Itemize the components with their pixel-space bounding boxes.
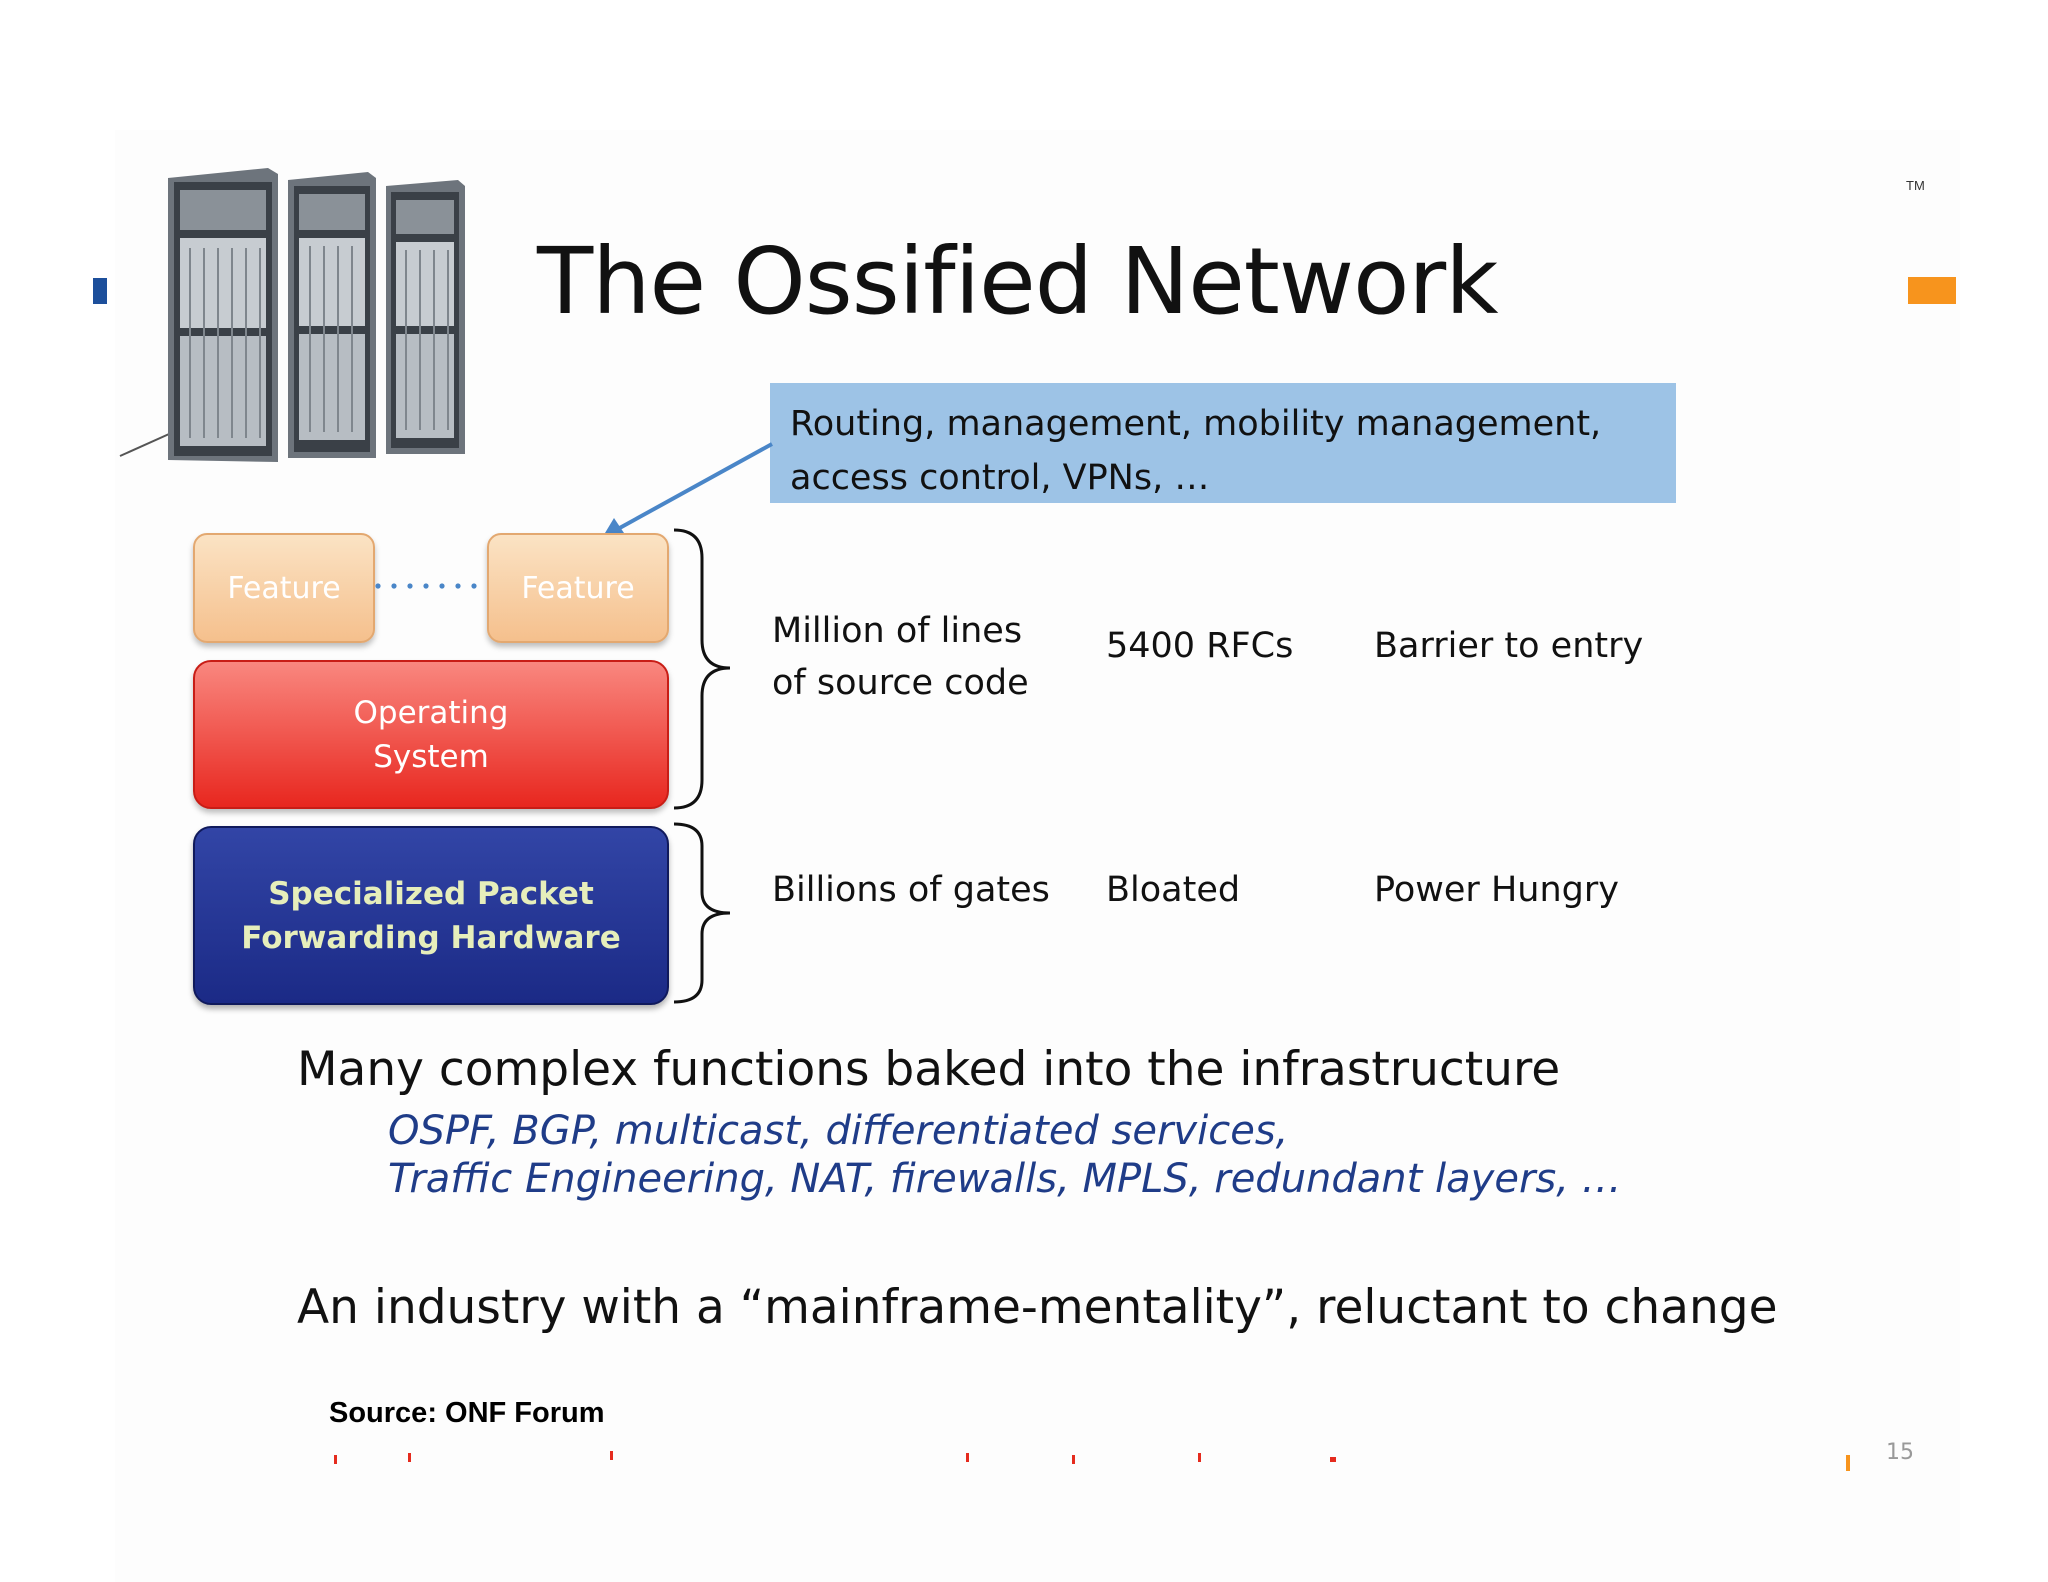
mainframe-mentality-heading: An industry with a “mainframe-mentality”… [297,1280,1778,1335]
prop-text: of source code [772,663,1029,703]
hw-label-line-2: Forwarding Hardware [241,919,621,956]
source-citation: Source: ONF Forum [329,1397,605,1429]
os-label-line-2: System [373,738,489,775]
left-accent-marker [93,278,107,304]
protocol-examples-line-2: Traffic Engineering, NAT, firewalls, MPL… [388,1156,1622,1202]
curly-brace-icon [673,822,731,1004]
gates-label: Billions of gates [772,870,1050,910]
slide-title: The Ossified Network [537,228,1499,335]
barrier-label: Barrier to entry [1374,626,1644,666]
hw-label-line-1: Specialized Packet [268,875,594,912]
server-rack-icon [119,168,465,462]
rfc-count-label: 5400 RFCs [1106,626,1294,666]
trademark-label: TM [1906,178,1925,193]
complex-functions-heading: Many complex functions baked into the in… [297,1042,1561,1097]
ellipsis-dots-icon [375,583,477,589]
power-hungry-label: Power Hungry [1374,870,1619,910]
right-accent-marker [1908,277,1956,304]
os-label-line-1: Operating [353,694,509,731]
prop-text: Million of lines [772,611,1023,651]
source-code-size-label: Million of lines of source code [772,605,1029,709]
protocol-examples-line-1: OSPF, BGP, multicast, differentiated ser… [388,1108,1289,1154]
operating-system-box: Operating System [193,660,669,809]
footer-text-fragments [334,1451,1850,1471]
callout-line-1: Routing, management, mobility management… [790,404,1602,444]
curly-brace-icon [673,528,731,810]
page-number: 15 [1886,1440,1914,1465]
feature-box: Feature [193,533,375,643]
features-callout: Routing, management, mobility management… [770,383,1676,503]
callout-line-2: access control, VPNs, … [790,458,1210,498]
feature-box: Feature [487,533,669,643]
bloated-label: Bloated [1106,870,1241,910]
packet-forwarding-hardware-box: Specialized Packet Forwarding Hardware [193,826,669,1005]
